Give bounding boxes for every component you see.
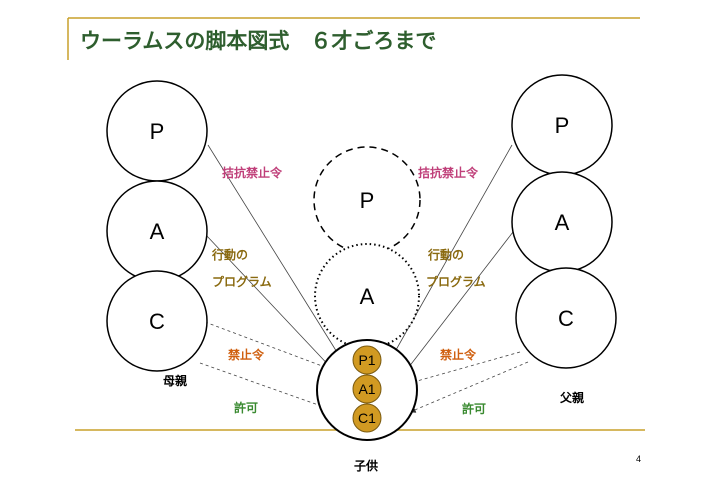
inner-parent-circle [352,345,382,375]
mother-injunction-label: 禁止令 [228,347,265,362]
inner-parent-label: P1 [358,352,375,368]
mother-ego-states: P A C [106,80,208,372]
father-parent-label: P [555,113,570,138]
child-label: 子供 [354,458,378,473]
father-label: 父親 [559,390,584,405]
mother-a-arrow [205,234,336,373]
mother-label: 母親 [163,373,187,388]
mother-child-label: C [149,309,165,334]
child-parent-label: P [360,188,375,213]
mother-permission-arrow [199,362,339,414]
inner-adult-circle [352,374,382,404]
page-title: ウーラムスの脚本図式 ６才ごろまで [80,29,436,53]
mother-program-label-2: プログラム [212,274,272,289]
mother-parent-label: P [150,119,165,144]
father-adult-label: A [555,210,570,235]
mother-program-label-1: 行動の [211,247,248,262]
mother-permission-label: 許可 [234,400,258,415]
inner-adult-label: A1 [358,381,375,397]
mother-adult-label: A [150,219,165,244]
father-child-label: C [558,306,574,331]
father-injunction-arrow [409,351,521,385]
inner-child-label: C1 [358,410,376,426]
child-parent-circle [313,146,421,254]
child-ego-states: P A P1 A1 C1 [313,146,421,441]
father-a-arrow [404,231,514,373]
mother-injunction-arrow [204,321,339,374]
child-adult-label: A [360,284,375,309]
page-number: 4 [636,454,641,464]
inner-child-circle [352,403,382,433]
father-permission-label: 許可 [462,401,486,416]
father-ego-states: P A C [511,74,617,369]
mother-p-arrow [207,144,341,358]
father-injunction-label: 禁止令 [440,347,477,362]
father-program-label-2: プログラム [426,274,486,289]
mother-child-circle [106,270,208,372]
father-program-label-1: 行動の [427,247,464,262]
father-counter-injunction-label: 拮抗禁止令 [418,165,479,180]
mother-counter-injunction-label: 拮抗禁止令 [222,165,283,180]
father-child-circle [515,267,617,369]
